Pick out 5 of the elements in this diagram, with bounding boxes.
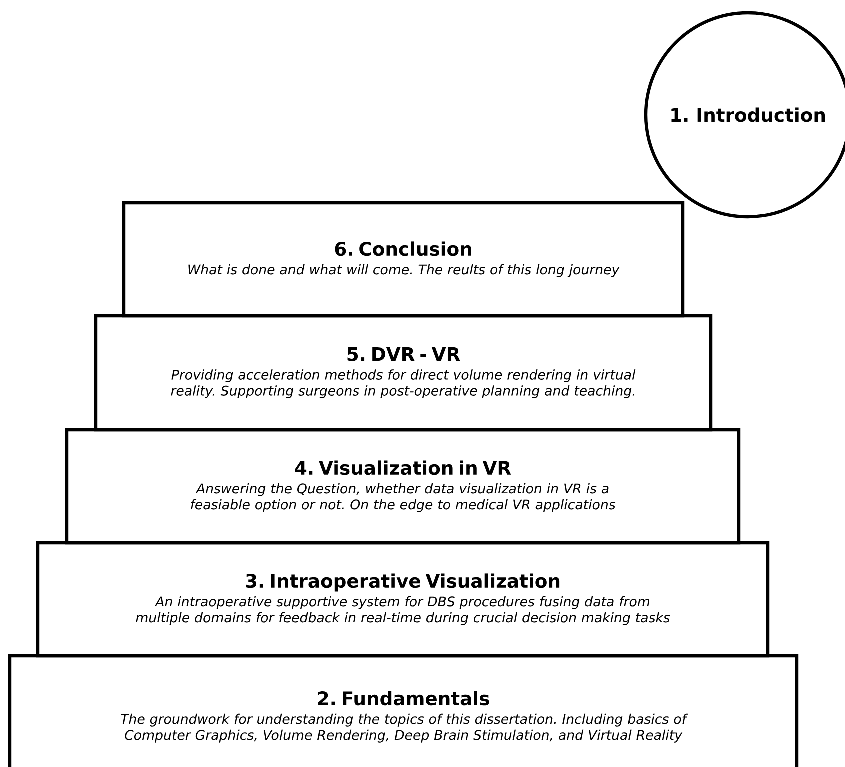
step-box: 3. Intraoperative Visualization An intraoperative supportive system for DBS procedures fusing data from multiple domains for feedback in real-time during crucial decision making tasks	[36, 541, 770, 658]
step-box: 4. Visualization in VR Answering the Question, whether data visualization in VR is a feasiable option or not. On the edge to medical VR applications	[65, 428, 741, 545]
step-box: 2. Fundamentals The groundwork for understanding the topics of this dissertation. Including basics of Computer Graphics, Volume Rendering, Deep Brain Stimulation, and Virtual Reality	[8, 654, 799, 767]
step-box: 6. Conclusion What is done and what will come. The reults of this long journey	[122, 201, 685, 318]
step-box: 5. DVR - VR Providing acceleration methods for direct volume rendering in virtual reality. Supporting surgeons in post-operative planning and teaching.	[94, 314, 713, 432]
